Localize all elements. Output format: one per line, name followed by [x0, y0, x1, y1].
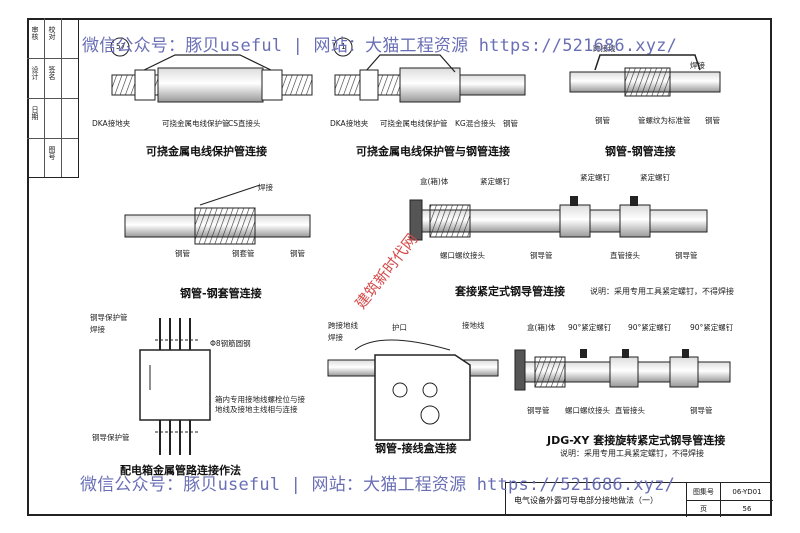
part-label: 接地线: [462, 321, 485, 330]
title-block-title: 电气设备外露可导电部分接地做法（一）: [514, 495, 658, 505]
part-label: 跨接地线: [328, 321, 358, 330]
part-label: 钢管: [175, 249, 190, 258]
drawing-sheet-border: [27, 18, 772, 516]
revision-sidebar: 审核 校对 设计 签名 日期 图号: [27, 18, 79, 178]
sidebar-label: 图号: [48, 146, 56, 160]
part-label: Φ8钢筋圆钢: [210, 339, 251, 348]
figure-caption: 套接紧定式钢导管连接: [455, 285, 565, 298]
part-label: 焊接: [690, 61, 705, 70]
part-label: 90°紧定螺钉: [568, 323, 612, 332]
figure-caption: 钢管-钢套管连接: [180, 287, 262, 300]
part-label: 盒(箱)体: [420, 177, 449, 186]
figure-distribution-box: [139, 318, 211, 455]
figure-flexible-conduit: [110, 37, 313, 103]
part-label: 跨接线: [593, 44, 616, 53]
sidebar-label: 校对: [48, 26, 56, 40]
figure-note: 说明：采用专用工具紧定螺钉，不得焊接: [560, 449, 704, 458]
figure-steel-steel: [569, 54, 721, 97]
figure-note: 说明：采用专用工具紧定螺钉，不得焊接: [590, 287, 734, 296]
figure-set-screw-conduit: [409, 196, 708, 241]
part-label: 可挠金属电线保护管: [380, 119, 448, 128]
part-label: 管螺纹为标准管: [638, 116, 691, 125]
watermark-bottom: 微信公众号：豚贝useful | 网站：大猫工程资源 https://52168…: [80, 475, 676, 495]
part-label: 直管接头: [615, 406, 645, 415]
figure-number: 57: [116, 42, 126, 51]
figure-flexible-to-steel: [333, 37, 526, 103]
part-label: 直管接头: [610, 251, 640, 260]
title-block-set-label: 图集号: [686, 483, 720, 500]
part-label: DKA接地夹: [92, 119, 131, 128]
figure-caption: 钢管-接线盒连接: [375, 442, 457, 455]
part-label: 钢导保护管: [90, 313, 128, 322]
part-label: 钢导保护管: [92, 433, 130, 442]
part-label: 钢管: [290, 249, 305, 258]
title-block-set-value: 06-YD01: [720, 483, 773, 500]
part-label: CS直接头: [228, 119, 261, 128]
sidebar-label: 签名: [48, 66, 56, 80]
watermark-top: 微信公众号：豚贝useful | 网站：大猫工程资源 https://52168…: [82, 36, 678, 56]
part-label: 焊接: [258, 183, 273, 192]
figure-caption: 可挠金属电线保护管连接: [146, 145, 267, 158]
part-label: 盒(箱)体: [527, 323, 556, 332]
part-label: 钢管: [503, 119, 518, 128]
figure-caption: 钢管-钢管连接: [605, 145, 676, 158]
part-label: DKA接地夹: [330, 119, 369, 128]
part-label: 紧定螺钉: [480, 177, 510, 186]
sidebar-label: 审核: [31, 26, 39, 40]
part-label: 焊接: [90, 325, 105, 334]
part-label: 紧定螺钉: [640, 173, 670, 182]
sidebar-label: 设计: [31, 66, 39, 80]
figure-caption: JDG-XY 套接旋转紧定式钢导管连接: [547, 434, 726, 447]
part-label: 紧定螺钉: [580, 173, 610, 182]
part-label: 钢套管: [232, 249, 255, 258]
title-block-page-label: 页: [686, 500, 720, 517]
figure-caption: 配电箱金属管路连接作法: [120, 464, 241, 477]
part-label: 焊接: [328, 333, 343, 342]
title-block: 电气设备外露可导电部分接地做法（一） 图集号 06-YD01 页 56: [505, 482, 773, 517]
part-label: 90°紧定螺钉: [628, 323, 672, 332]
figure-jdg-xy: [514, 349, 731, 391]
part-label: 钢导管: [530, 251, 553, 260]
part-label: 护口: [392, 323, 407, 332]
sidebar-label: 日期: [31, 106, 39, 120]
part-label: 箱内专用接地线螺栓位与接地线及接地主线相与连接: [215, 395, 305, 414]
part-label: 螺口螺纹接头: [565, 406, 610, 415]
figure-steel-sleeve: [124, 184, 311, 245]
figure-junction-box: [327, 339, 499, 441]
part-label: 钢导管: [527, 406, 550, 415]
part-label: 螺口螺纹接头: [440, 251, 485, 260]
figure-caption: 可挠金属电线保护管与钢管连接: [356, 145, 510, 158]
figure-number: 1: [341, 42, 346, 51]
part-label: 可挠金属电线保护管: [162, 119, 230, 128]
title-block-page-value: 56: [720, 500, 773, 517]
part-label: KG混合接头: [455, 119, 496, 128]
part-label: 钢导管: [690, 406, 713, 415]
part-label: 钢管: [595, 116, 610, 125]
part-label: 90°紧定螺钉: [690, 323, 734, 332]
part-label: 钢导管: [675, 251, 698, 260]
part-label: 钢管: [705, 116, 720, 125]
